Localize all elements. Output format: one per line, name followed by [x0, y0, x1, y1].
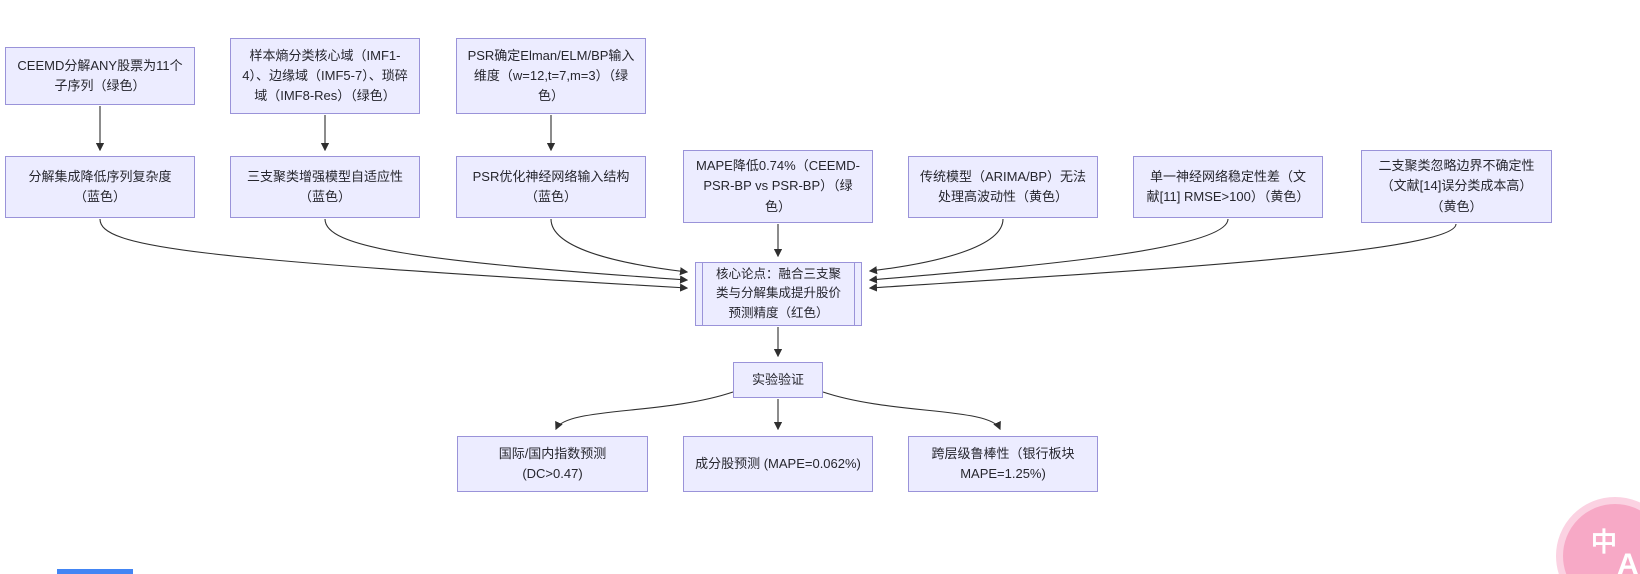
node-robustness: 跨层级鲁棒性（银行板块 MAPE=1.25%) [908, 436, 1098, 492]
node-core-thesis: 核心论点：融合三支聚类与分解集成提升股价预测精度（红色） [695, 262, 862, 326]
node-mape-improve: MAPE降低0.74%（CEEMD-PSR-BP vs PSR-BP）（绿色） [683, 150, 873, 223]
node-decompose-benefit: 分解集成降低序列复杂度（蓝色） [5, 156, 195, 218]
translate-zh-icon: 中 [1591, 527, 1618, 557]
node-index-prediction: 国际/国内指数预测 (DC>0.47) [457, 436, 648, 492]
edge-cluster-core [324, 218, 689, 284]
edge-experiment-index [555, 391, 734, 431]
node-sample-entropy: 样本熵分类核心域（IMF1-4）、边缘域（IMF5-7）、琐碎域（IMF8-Re… [230, 38, 420, 114]
translate-en-icon: A [1617, 548, 1639, 574]
edge-traditional-core [868, 218, 1004, 275]
edge-psrbenefit-core [550, 218, 689, 276]
node-psr-benefit: PSR优化神经网络输入结构（蓝色） [456, 156, 646, 218]
node-ceemd-decompose: CEEMD分解ANY股票为11个子序列（绿色） [5, 47, 195, 105]
edge-twoway-core [868, 223, 1457, 292]
edge-experiment-robust [822, 391, 1001, 431]
blue-progress-strip [57, 569, 133, 574]
node-experiment: 实验验证 [733, 362, 823, 398]
node-cluster-benefit: 三支聚类增强模型自适应性（蓝色） [230, 156, 420, 218]
node-two-way-limit: 二支聚类忽略边界不确定性（文献[14]误分类成本高）（黄色） [1361, 150, 1552, 223]
node-single-nn-limit: 单一神经网络稳定性差（文献[11] RMSE>100）（黄色） [1133, 156, 1323, 218]
node-traditional-limit: 传统模型（ARIMA/BP）无法处理高波动性（黄色） [908, 156, 1098, 218]
edge-decompose-core [99, 218, 689, 292]
edge-singlenn-core [868, 218, 1229, 284]
translate-button[interactable]: 中 A [1556, 497, 1640, 574]
node-psr-dimension: PSR确定Elman/ELM/BP输入维度（w=12,t=7,m=3）（绿色） [456, 38, 646, 114]
node-stock-prediction: 成分股预测 (MAPE=0.062%) [683, 436, 873, 492]
